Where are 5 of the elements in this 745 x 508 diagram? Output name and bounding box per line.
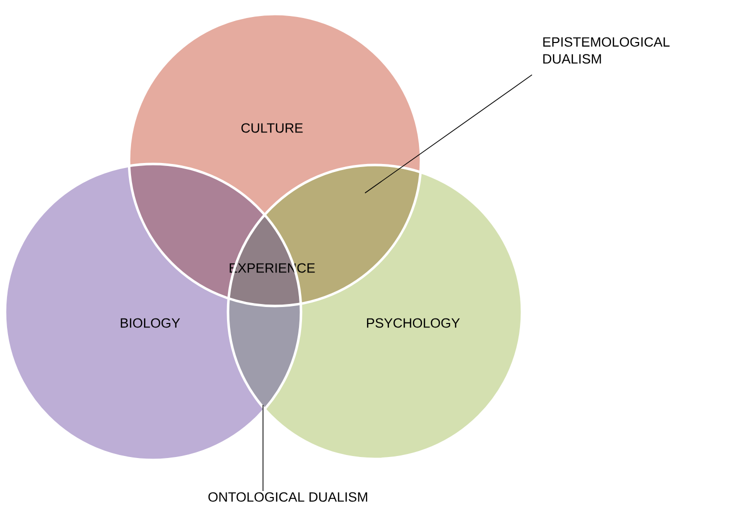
leader-line	[262, 404, 264, 492]
callout-text: EPISTEMOLOGICAL DUALISM	[543, 37, 670, 64]
overlap-region	[228, 298, 301, 410]
leader-line	[364, 74, 532, 194]
callout-text: ONTOLOGICAL DUALISM	[208, 492, 368, 502]
